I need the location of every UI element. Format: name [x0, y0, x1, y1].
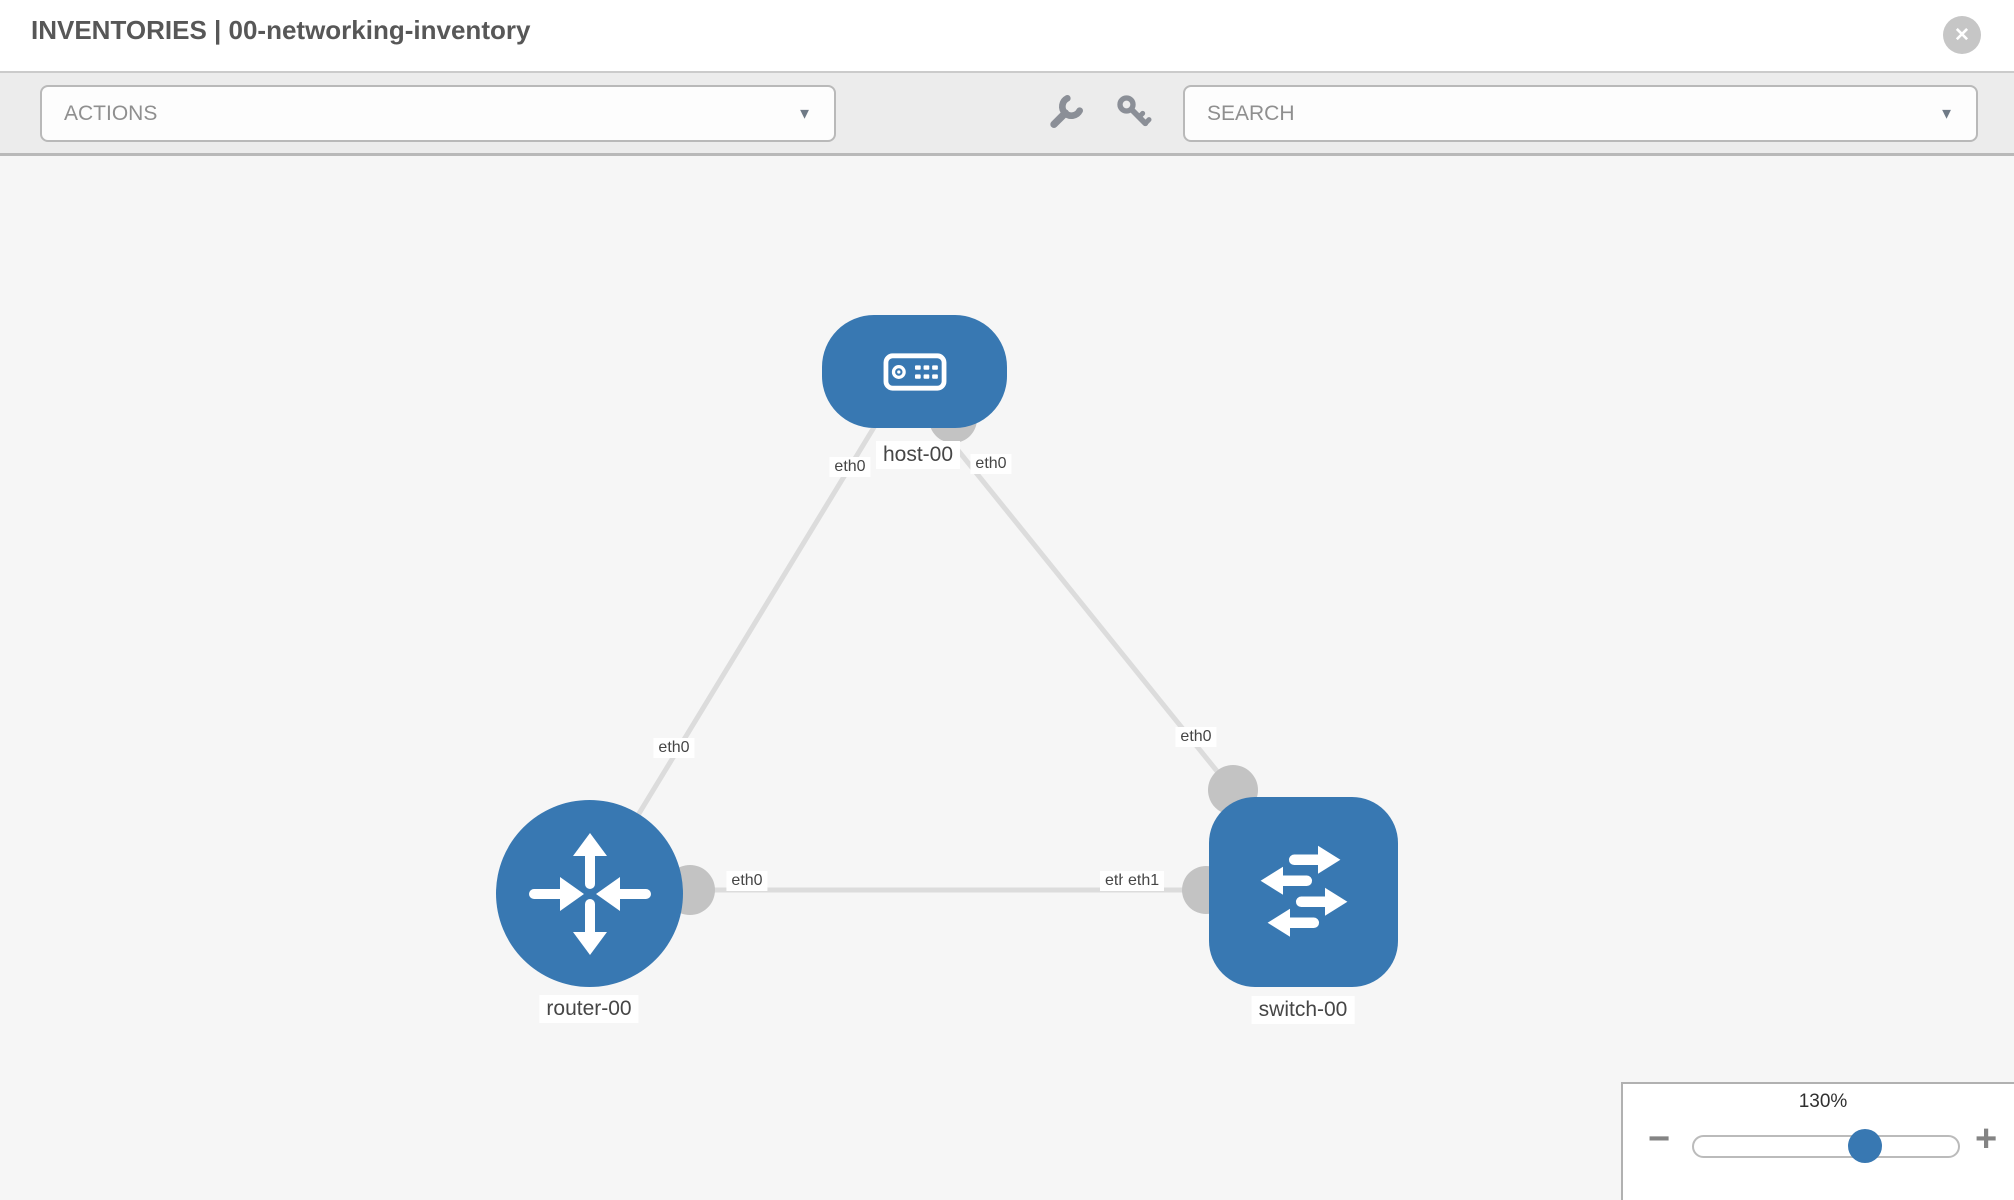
link-host-router[interactable] — [615, 422, 879, 850]
page-title: INVENTORIES | 00-networking-inventory — [31, 15, 531, 45]
close-icon: ✕ — [1954, 24, 1970, 46]
switch-icon — [1260, 845, 1347, 937]
host-icon — [883, 352, 946, 391]
close-button[interactable]: ✕ — [1943, 16, 1981, 54]
zoom-control-panel: 130% − + — [1621, 1082, 2014, 1200]
node-host-00[interactable] — [822, 315, 1007, 428]
iface-label-host-eth0-left: eth0 — [829, 457, 871, 477]
key-icon — [1117, 95, 1152, 127]
wrench-icon — [1050, 95, 1083, 128]
zoom-slider-track[interactable] — [1692, 1135, 1960, 1158]
node-router-00[interactable] — [496, 800, 683, 987]
iface-label-router-eth0: eth0 — [726, 871, 768, 891]
iface-label-router-link-eth0: eth0 — [653, 738, 695, 758]
actions-dropdown[interactable]: ACTIONS ▼ — [40, 85, 836, 142]
zoom-level-value: 130% — [1798, 1091, 1848, 1112]
minus-icon: − — [1648, 1118, 1671, 1160]
search-input[interactable]: SEARCH — [1207, 101, 1295, 125]
toolbar: ACTIONS ▼ SEARCH ▼ — [0, 73, 2014, 156]
plus-icon: + — [1975, 1118, 1998, 1160]
actions-dropdown-label: ACTIONS — [64, 101, 158, 125]
iface-label-switch-eth1: eth1 — [1123, 871, 1165, 891]
node-switch-00[interactable] — [1209, 797, 1398, 987]
configure-button[interactable] — [1046, 92, 1086, 132]
page-header: INVENTORIES | 00-networking-inventory — [0, 0, 2014, 73]
zoom-in-button[interactable]: + — [1975, 1120, 1997, 1158]
credentials-button[interactable] — [1114, 92, 1154, 132]
chevron-down-icon: ▼ — [797, 105, 812, 122]
node-label-host: host-00 — [875, 441, 961, 469]
node-label-switch: switch-00 — [1251, 996, 1355, 1024]
zoom-out-button[interactable]: − — [1648, 1120, 1670, 1158]
iface-label-switch-link-eth0: eth0 — [1175, 727, 1217, 747]
router-icon — [528, 832, 651, 955]
chevron-down-icon: ▼ — [1939, 105, 1954, 122]
zoom-slider-handle[interactable] — [1848, 1129, 1882, 1163]
search-dropdown[interactable]: SEARCH ▼ — [1183, 85, 1978, 142]
iface-label-host-eth0-right: eth0 — [970, 454, 1012, 474]
node-label-router: router-00 — [539, 995, 639, 1023]
